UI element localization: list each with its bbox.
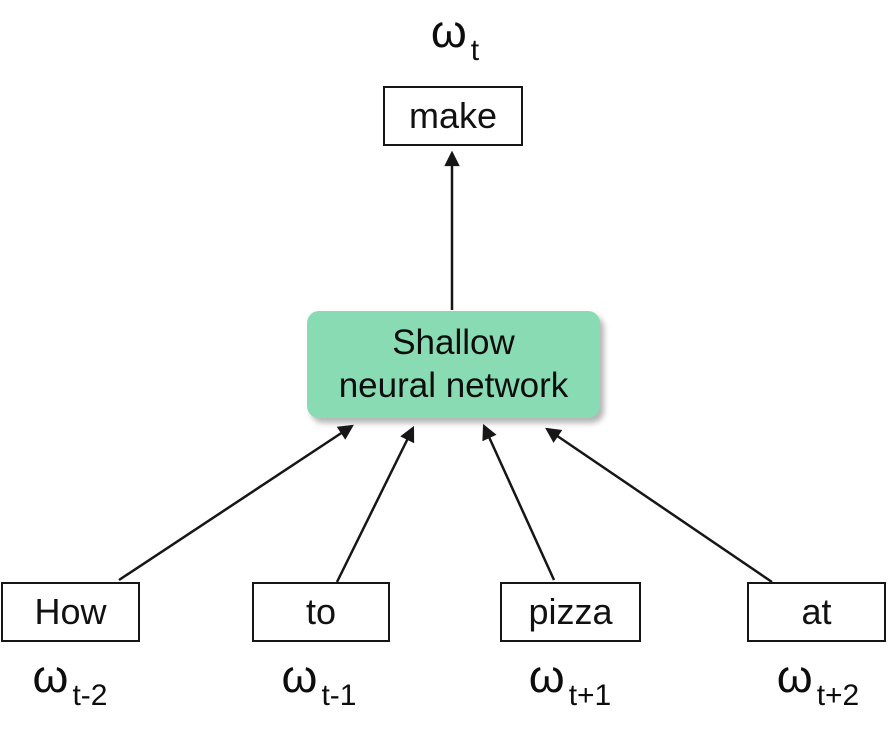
omega-glyph: ω	[32, 650, 69, 702]
input-word-label: at	[801, 591, 832, 632]
omega-subscript: t+1	[568, 679, 612, 712]
arrow-pizza-to-network	[482, 423, 556, 581]
omega-subscript: t-2	[72, 679, 108, 712]
network-box: Shallow neural network	[307, 311, 600, 418]
omega-glyph: ω	[528, 650, 565, 702]
network-label-line1: Shallow	[392, 322, 515, 362]
omega-subscript: t	[470, 34, 480, 67]
input-word-box-how: How	[1, 582, 140, 642]
input-word-box-to: to	[252, 582, 390, 642]
output-word-box: make	[383, 86, 523, 146]
input-word-box-pizza: pizza	[500, 582, 641, 642]
input-word-label: How	[34, 591, 107, 632]
input-word-label: to	[305, 591, 337, 632]
omega-glyph: ω	[430, 5, 467, 57]
arrow-at-to-network	[545, 427, 773, 584]
output-word-label: make	[408, 95, 498, 136]
input-word-label: pizza	[528, 591, 613, 632]
omega-glyph: ω	[281, 650, 318, 702]
input-word-box-at: at	[747, 582, 886, 642]
network-label-line2: neural network	[338, 365, 569, 405]
omega-glyph: ω	[776, 650, 813, 702]
omega-subscript: t+2	[816, 679, 860, 712]
arrow-how-to-network	[118, 424, 354, 582]
omega-subscript: t-1	[321, 679, 357, 712]
arrow-to-to-network	[335, 425, 415, 583]
